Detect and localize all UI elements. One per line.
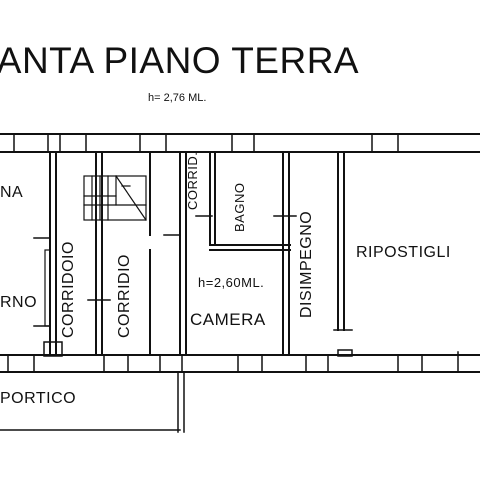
room-label-disimpegno: DISIMPEGNO — [298, 210, 315, 318]
room-label-soggiorno: RNO — [0, 294, 38, 311]
room-label-ripostiglio: RIPOSTIGLI — [356, 244, 451, 261]
ceiling-height-note: h= 2,76 ML. — [148, 92, 207, 104]
room-label-camera: CAMERA — [190, 310, 266, 329]
staircase — [83, 175, 147, 221]
door-markers — [33, 215, 353, 331]
room-label-corridio: CORRIDIO — [116, 254, 133, 338]
plan-title: IANTA PIANO TERRA — [0, 40, 360, 81]
exterior-wall-bottom — [0, 341, 480, 373]
room-label-portico: PORTICO — [0, 390, 77, 407]
portico-outline — [0, 371, 185, 433]
room-label-cucina: NA — [0, 184, 24, 201]
exterior-wall-top — [0, 133, 480, 153]
camera-height-note: h=2,60ML. — [198, 275, 265, 290]
room-label-corridoio: CORRIDOIO — [60, 241, 77, 338]
room-label-bagno: BAGNO — [232, 182, 247, 232]
room-label-corrid: CORRID. — [185, 151, 200, 210]
